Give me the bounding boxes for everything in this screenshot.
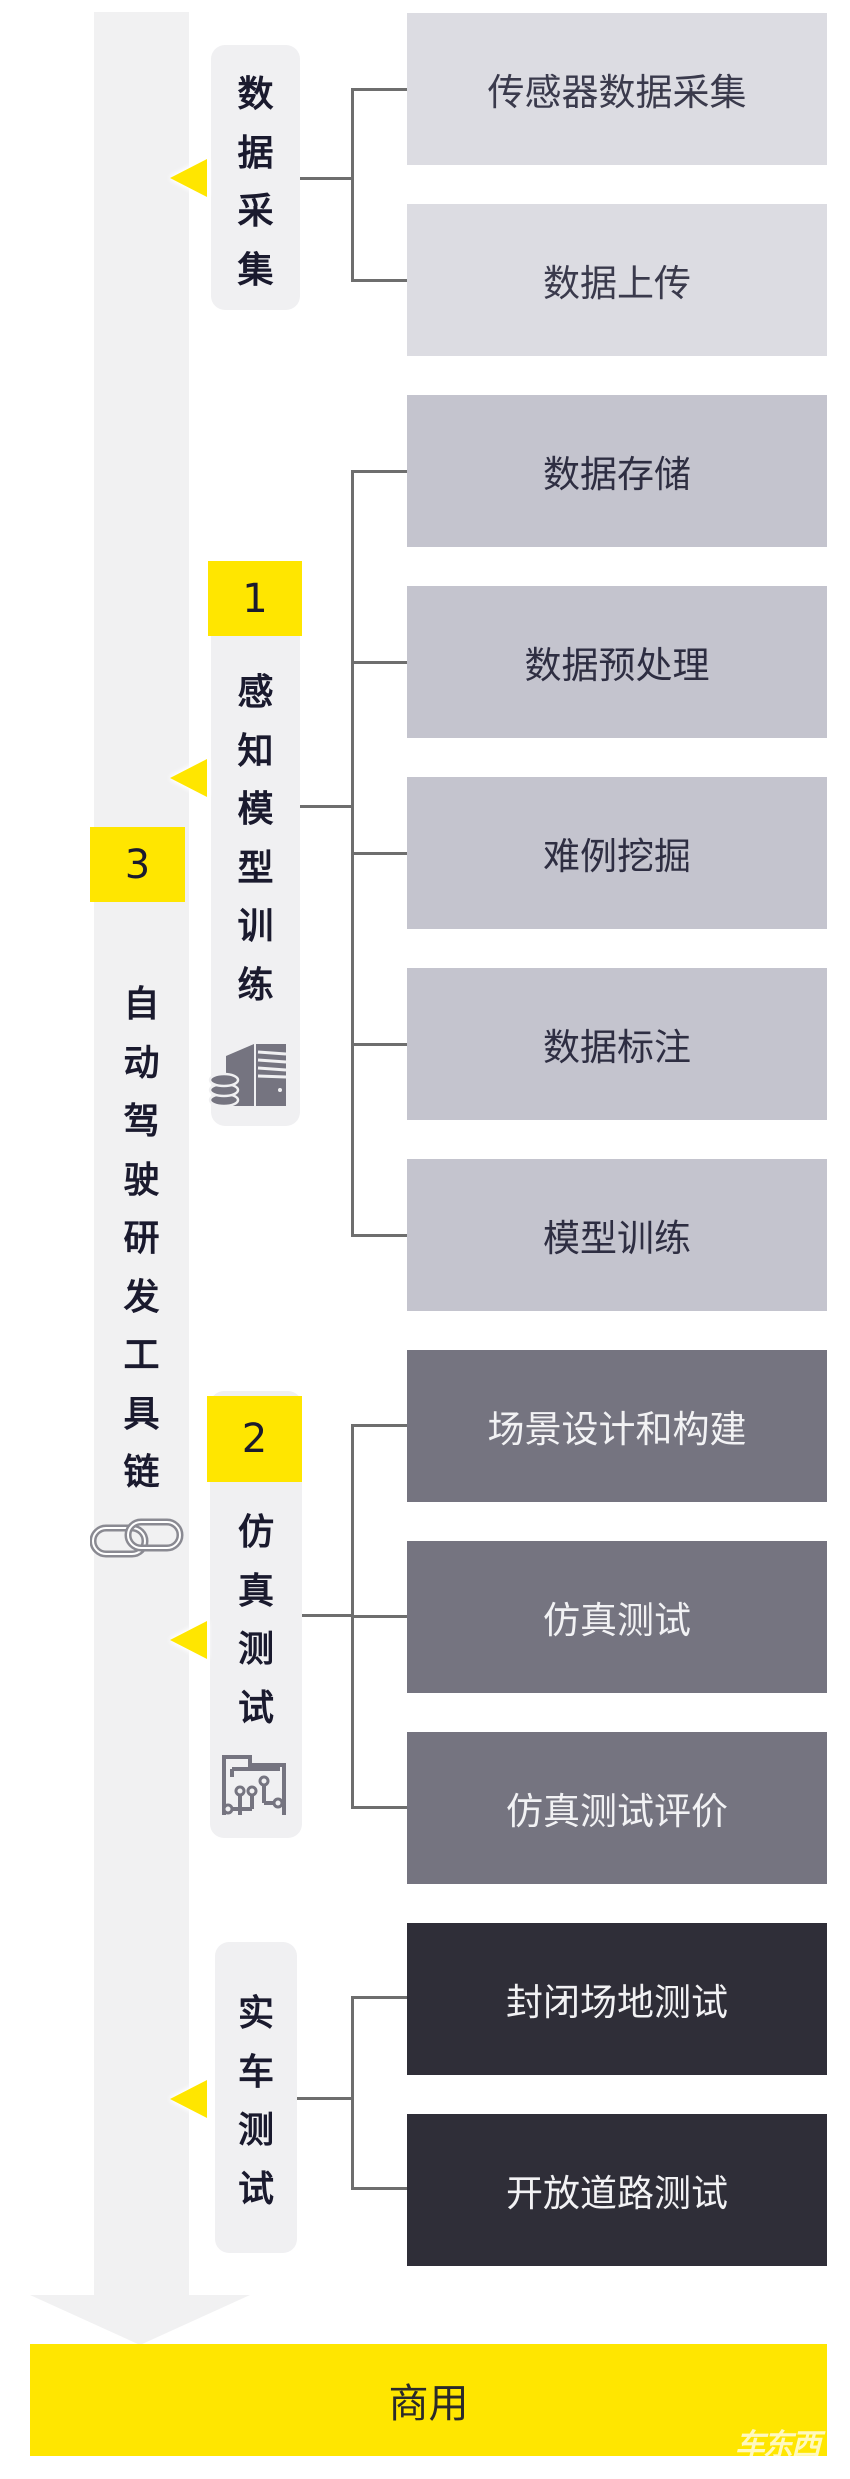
step-sensor-data-collection: 传感器数据采集 (407, 13, 827, 165)
step-model-training: 模型训练 (407, 1159, 827, 1311)
stage-title-char: 训 (237, 906, 274, 947)
step-open-road-test: 开放道路测试 (407, 2114, 827, 2266)
pointer-triangle-icon (170, 2080, 207, 2118)
step-data-preprocessing: 数据预处理 (407, 586, 827, 738)
stage-title-char: 车 (237, 2051, 274, 2093)
toolchain-title-char: 研 (123, 1218, 160, 1259)
stage-card-perception-training (211, 600, 300, 1126)
stage-title-char: 模 (237, 789, 274, 830)
connector-line (351, 1043, 407, 1046)
connector-line (302, 1614, 352, 1617)
stage-title-char: 集 (237, 249, 274, 291)
connector-line (351, 470, 407, 473)
stage-title-char: 试 (237, 1687, 274, 1729)
stage-title-char: 试 (237, 2168, 274, 2210)
stage-title-char: 实 (237, 1993, 274, 2034)
connector-line (351, 2187, 407, 2190)
stage-title-char: 仿 (237, 1512, 274, 1553)
stage-card-real-vehicle-testing (215, 1942, 297, 2253)
toolchain-title-char: 发 (123, 1276, 160, 1318)
connector-line (300, 805, 352, 808)
connector-line (351, 1806, 407, 1809)
stage-title-char: 测 (237, 1629, 274, 1670)
stage-title-char: 感 (237, 672, 274, 713)
stage-badge: 2 (207, 1396, 302, 1482)
stage-title-char: 练 (237, 964, 274, 1006)
stage-card-data-collection (211, 45, 300, 310)
connector-line (351, 88, 407, 91)
folder-circuit-icon (220, 1753, 288, 1817)
toolchain-title: 自 动 驾 驶 研 发 工 具 链 (94, 976, 189, 1503)
connector-line (351, 1424, 407, 1427)
stage-title-real-vehicle-testing: 实 车 测 试 (215, 1985, 297, 2219)
toolchain-title-char: 驾 (123, 1101, 160, 1142)
stage-title-char: 型 (237, 847, 274, 889)
step-simulation-evaluation: 仿真测试评价 (407, 1732, 827, 1884)
pointer-triangle-icon (170, 759, 207, 797)
toolchain-title-char: 具 (123, 1393, 160, 1435)
stage-title-data-collection: 数 据 采 集 (211, 66, 300, 300)
step-data-storage: 数据存储 (407, 395, 827, 547)
stage-title-char: 采 (237, 191, 274, 232)
server-database-icon (208, 1038, 292, 1110)
stage-title-char: 据 (237, 132, 274, 174)
connector-line (351, 852, 407, 855)
stage-badge: 1 (208, 561, 302, 636)
pointer-triangle-icon (170, 1621, 207, 1659)
commercial-use-bar: 商用 (30, 2344, 827, 2456)
stage-title-simulation-testing: 仿 真 测 试 (210, 1504, 302, 1738)
toolchain-title-char: 自 (123, 984, 160, 1025)
connector-line (300, 177, 352, 180)
step-data-annotation: 数据标注 (407, 968, 827, 1120)
connector-line (297, 2097, 352, 2100)
pointer-triangle-icon (170, 159, 207, 197)
connector-line (351, 1996, 407, 1999)
step-data-upload: 数据上传 (407, 204, 827, 356)
connector-line (351, 279, 407, 282)
toolchain-title-char: 链 (123, 1452, 160, 1493)
stage-title-perception-training: 感 知 模 型 训 练 (211, 664, 300, 1015)
watermark-logo: 车东西 (735, 2428, 821, 2463)
toolchain-title-char: 工 (123, 1335, 160, 1376)
toolchain-title-char: 动 (123, 1042, 160, 1084)
stage-title-char: 测 (237, 2110, 274, 2151)
step-hard-case-mining: 难例挖掘 (407, 777, 827, 929)
connector-line (351, 1234, 407, 1237)
stage-title-char: 真 (237, 1570, 274, 1612)
connector-line (351, 88, 354, 281)
stage-title-char: 知 (237, 730, 274, 772)
step-scenario-design: 场景设计和构建 (407, 1350, 827, 1502)
stage-title-char: 数 (237, 74, 274, 115)
down-arrow-head (30, 2295, 250, 2345)
toolchain-title-char: 驶 (123, 1159, 160, 1201)
connector-line (351, 1615, 407, 1618)
connector-line (351, 1996, 354, 2189)
toolchain-badge: 3 (90, 827, 185, 902)
step-closed-site-test: 封闭场地测试 (407, 1923, 827, 2075)
step-simulation-test: 仿真测试 (407, 1541, 827, 1693)
chain-link-icon (90, 1518, 184, 1558)
connector-line (351, 661, 407, 664)
toolchain-column (94, 12, 189, 2297)
